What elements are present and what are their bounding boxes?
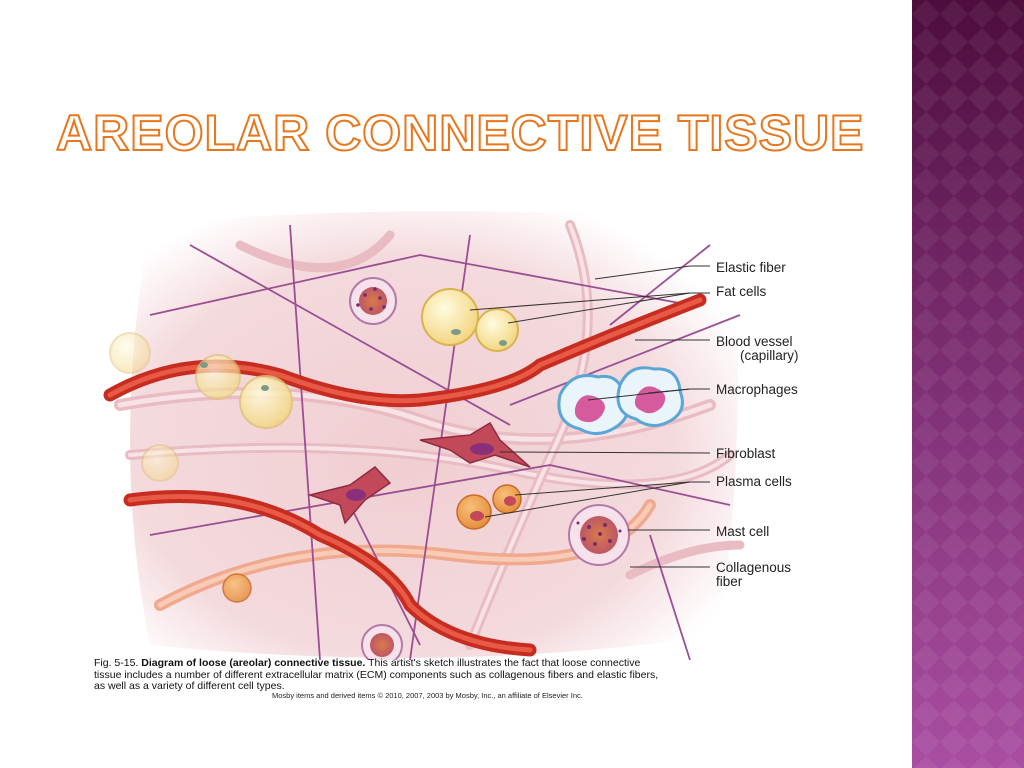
label-mast-cell: Mast cell bbox=[716, 524, 770, 539]
slide-title: AREOLAR CONNECTIVE TISSUE bbox=[55, 105, 865, 161]
figure-caption: Fig. 5-15. Diagram of loose (areolar) co… bbox=[94, 657, 834, 693]
label-elastic-fiber: Elastic fiber bbox=[716, 260, 786, 275]
label-leader-lines bbox=[469, 265, 711, 568]
caption-line3: as well as a variety of different cell t… bbox=[94, 680, 285, 692]
caption-line2: tissue includes a number of different ex… bbox=[94, 668, 659, 681]
caption-fig-number: Fig. 5-15. bbox=[94, 657, 139, 669]
tissue-background bbox=[130, 211, 738, 658]
label-plasma-cells: Plasma cells bbox=[716, 474, 792, 489]
label-fibroblast: Fibroblast bbox=[716, 446, 776, 461]
fibroblasts bbox=[307, 421, 531, 525]
label-collagenous-sub: fiber bbox=[716, 574, 743, 589]
caption-line1: This artist's sketch illustrates the fac… bbox=[368, 657, 641, 669]
label-fat-cells: Fat cells bbox=[716, 284, 767, 299]
figure-credit: Mosby items and derived items © 2010, 20… bbox=[272, 691, 583, 700]
mast-cells bbox=[349, 277, 630, 660]
label-blood-vessel-sub: (capillary) bbox=[740, 348, 799, 363]
collagen-fibers bbox=[114, 220, 745, 650]
label-macrophages: Macrophages bbox=[716, 382, 798, 397]
macrophages bbox=[557, 366, 684, 435]
plasma-cells bbox=[222, 484, 522, 603]
decorative-side-band bbox=[912, 0, 1024, 768]
label-blood-vessel: Blood vessel bbox=[716, 334, 793, 349]
label-collagenous: Collagenous bbox=[716, 560, 792, 575]
caption-title: Diagram of loose (areolar) connective ti… bbox=[141, 657, 366, 669]
fat-cells bbox=[109, 288, 519, 482]
tissue-diagram-figure: Elastic fiber Fat cells Blood vessel (ca… bbox=[90, 205, 850, 660]
